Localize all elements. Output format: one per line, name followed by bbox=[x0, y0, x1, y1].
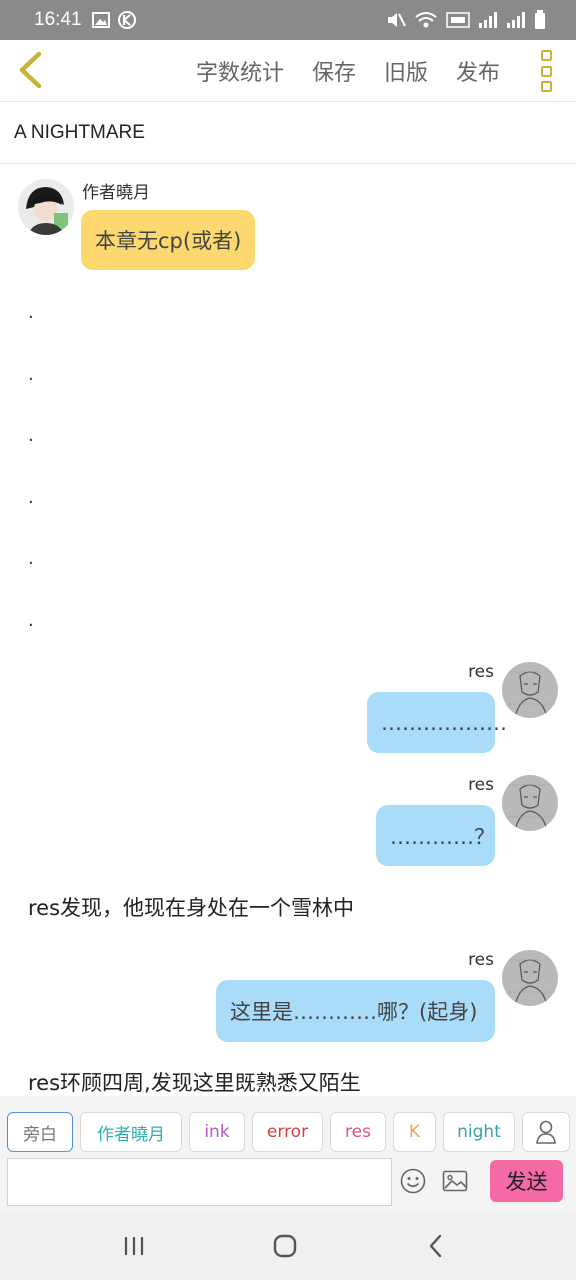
res-avatar-image bbox=[502, 775, 558, 831]
res-avatar[interactable] bbox=[502, 775, 558, 831]
signal-roaming-icon bbox=[507, 12, 525, 28]
message-author-name: res bbox=[468, 950, 494, 970]
message-input[interactable] bbox=[7, 1158, 392, 1206]
mute-icon bbox=[388, 13, 406, 27]
top-toolbar: 字数统计 保存 旧版 发布 bbox=[0, 40, 576, 102]
signal-icon bbox=[479, 12, 497, 28]
narration-text[interactable]: res发现，他现在身处在一个雪林中 bbox=[28, 896, 355, 920]
composer: 旁白 作者曉月 ink error res K night 发送 bbox=[0, 1096, 576, 1212]
role-label: K bbox=[408, 1122, 421, 1142]
back-arrow-icon bbox=[429, 1234, 442, 1258]
recent-apps-icon bbox=[124, 1237, 144, 1255]
role-label: 作者曉月 bbox=[97, 1124, 165, 1145]
battery-icon bbox=[535, 10, 545, 29]
person-icon bbox=[536, 1120, 556, 1144]
narration-dot[interactable]: . bbox=[28, 548, 34, 569]
status-time: 16:41 bbox=[34, 9, 82, 30]
system-nav-bar bbox=[0, 1212, 576, 1280]
home-button[interactable] bbox=[269, 1230, 301, 1262]
message-author-name: res bbox=[468, 662, 494, 682]
save-button[interactable]: 保存 bbox=[311, 61, 356, 86]
role-label: ink bbox=[204, 1122, 230, 1142]
role-ink[interactable]: ink bbox=[189, 1112, 245, 1152]
role-res[interactable]: res bbox=[330, 1112, 386, 1152]
chat-area[interactable]: 作者曉月 本章无cp(或者) . . . . . . res ……………… re… bbox=[0, 164, 576, 1096]
status-bar: 16:41 bbox=[0, 0, 576, 40]
message-bubble[interactable]: 本章无cp(或者) bbox=[81, 210, 256, 270]
image-icon[interactable] bbox=[442, 1168, 468, 1194]
role-selector: 旁白 作者曉月 ink error res K night bbox=[7, 1112, 570, 1152]
author-avatar-image bbox=[18, 179, 74, 235]
message-bubble[interactable]: 这里是…………哪？(起身) bbox=[216, 980, 495, 1042]
narration-dot[interactable]: . bbox=[28, 610, 34, 631]
message-author-name: res bbox=[468, 775, 494, 795]
message-bubble[interactable]: ……………… bbox=[367, 692, 507, 753]
recent-apps-button[interactable] bbox=[118, 1230, 150, 1262]
more-menu-button[interactable] bbox=[534, 50, 558, 92]
chapter-title[interactable]: A NIGHTMARE bbox=[0, 102, 576, 164]
author-avatar[interactable] bbox=[18, 179, 74, 235]
narration-text[interactable]: res环顾四周,发现这里既熟悉又陌生 bbox=[28, 1071, 361, 1095]
role-author[interactable]: 作者曉月 bbox=[80, 1112, 182, 1152]
menu-dot-icon bbox=[540, 65, 552, 77]
res-avatar-image bbox=[502, 662, 558, 718]
menu-dot-icon bbox=[540, 50, 552, 61]
word-count-button[interactable]: 字数统计 bbox=[195, 61, 284, 86]
old-version-button[interactable]: 旧版 bbox=[383, 61, 428, 86]
system-back-button[interactable] bbox=[420, 1230, 452, 1262]
res-avatar[interactable] bbox=[502, 950, 558, 1006]
volte-icon bbox=[446, 12, 470, 28]
narration-dot[interactable]: . bbox=[28, 487, 34, 508]
role-label: res bbox=[345, 1122, 371, 1142]
wifi-icon bbox=[415, 12, 437, 28]
emoji-icon[interactable] bbox=[400, 1168, 426, 1194]
role-narrator[interactable]: 旁白 bbox=[7, 1112, 73, 1152]
res-avatar-image bbox=[502, 950, 558, 1006]
res-avatar[interactable] bbox=[502, 662, 558, 718]
role-label: night bbox=[457, 1122, 501, 1142]
publish-button[interactable]: 发布 bbox=[455, 61, 500, 86]
add-role-button[interactable] bbox=[522, 1112, 570, 1152]
narration-dot[interactable]: . bbox=[28, 302, 34, 323]
role-label: error bbox=[266, 1122, 309, 1142]
message-author-name: 作者曉月 bbox=[82, 183, 150, 203]
home-icon bbox=[273, 1234, 297, 1258]
narration-dot[interactable]: . bbox=[28, 364, 34, 385]
menu-dot-icon bbox=[540, 81, 552, 92]
send-button[interactable]: 发送 bbox=[490, 1160, 563, 1202]
chevron-left-icon bbox=[19, 51, 42, 89]
gallery-icon bbox=[91, 12, 110, 28]
role-error[interactable]: error bbox=[252, 1112, 323, 1152]
k-app-icon bbox=[117, 11, 136, 29]
message-bubble[interactable]: …………？ bbox=[376, 805, 495, 866]
back-button[interactable] bbox=[10, 50, 50, 90]
role-k[interactable]: K bbox=[393, 1112, 436, 1152]
role-label: 旁白 bbox=[23, 1124, 57, 1145]
narration-dot[interactable]: . bbox=[28, 425, 34, 446]
role-night[interactable]: night bbox=[443, 1112, 515, 1152]
